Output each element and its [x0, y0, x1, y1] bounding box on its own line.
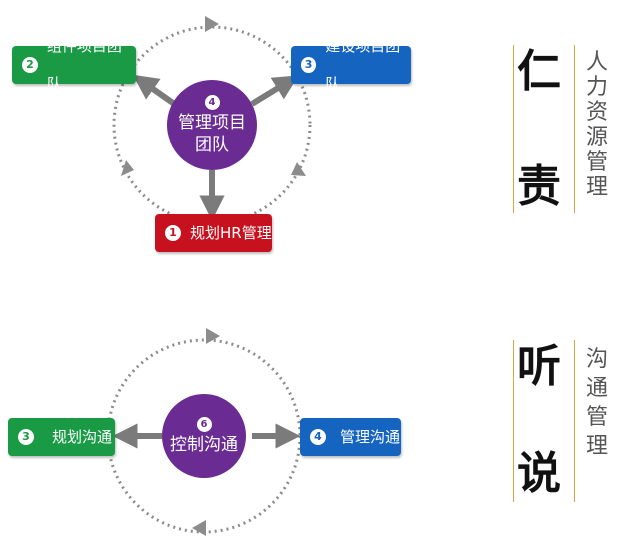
hub-label-line2: 团队 — [195, 134, 229, 155]
node-plan-communications: 3 规划沟通 — [8, 418, 115, 456]
hub-manage-project-team: 4 管理项目 团队 — [167, 80, 257, 170]
ring-arrowhead — [291, 162, 306, 176]
divider-line — [574, 45, 575, 213]
node-label: 规划HR管理 — [190, 224, 272, 242]
big-character-bottom-1: 听 — [517, 341, 561, 392]
ring-arrowhead — [206, 328, 220, 344]
node-develop-project-team: 3 建设项目团队 — [291, 37, 411, 93]
big-character-top-1: 仁 — [517, 46, 561, 97]
hub-control-communications: 6 控制沟通 — [162, 394, 246, 478]
node-plan-hr-management: 1 规划HR管理 — [155, 214, 272, 252]
node-label: 管理沟通 — [340, 428, 401, 446]
ring-arrowhead — [121, 160, 134, 176]
divider-line — [574, 340, 575, 502]
hub-label: 控制沟通 — [170, 434, 238, 455]
vertical-text-communications-management: 沟通管理 — [585, 347, 608, 459]
step-number-badge: 1 — [165, 225, 181, 241]
arrow-hub-to-node3 — [250, 75, 299, 107]
node-label: 规划沟通 — [52, 428, 113, 446]
step-number-badge: 4 — [310, 429, 326, 445]
vertical-text-hr-management: 人力资源管理 — [585, 50, 608, 200]
step-number-badge: 3 — [301, 57, 317, 73]
big-character-top-2: 责 — [517, 161, 561, 212]
divider-line — [513, 340, 514, 502]
node-build-component-team: 2 组件项目团队 — [12, 37, 136, 93]
ring-arrowhead — [205, 16, 219, 32]
ring-arrowhead — [192, 520, 206, 536]
cycle-ring-top — [112, 25, 312, 225]
step-number-badge: 4 — [204, 94, 220, 110]
big-character-bottom-2: 说 — [517, 448, 561, 499]
step-number-badge: 6 — [196, 416, 212, 432]
step-number-badge: 2 — [22, 57, 38, 73]
node-manage-communications: 4 管理沟通 — [300, 418, 401, 456]
node-label: 建设项目团队 — [325, 37, 401, 93]
step-number-badge: 3 — [18, 429, 34, 445]
node-label: 组件项目团队 — [46, 37, 122, 93]
hub-label-line1: 管理项目 — [178, 112, 246, 133]
divider-line — [513, 45, 514, 213]
